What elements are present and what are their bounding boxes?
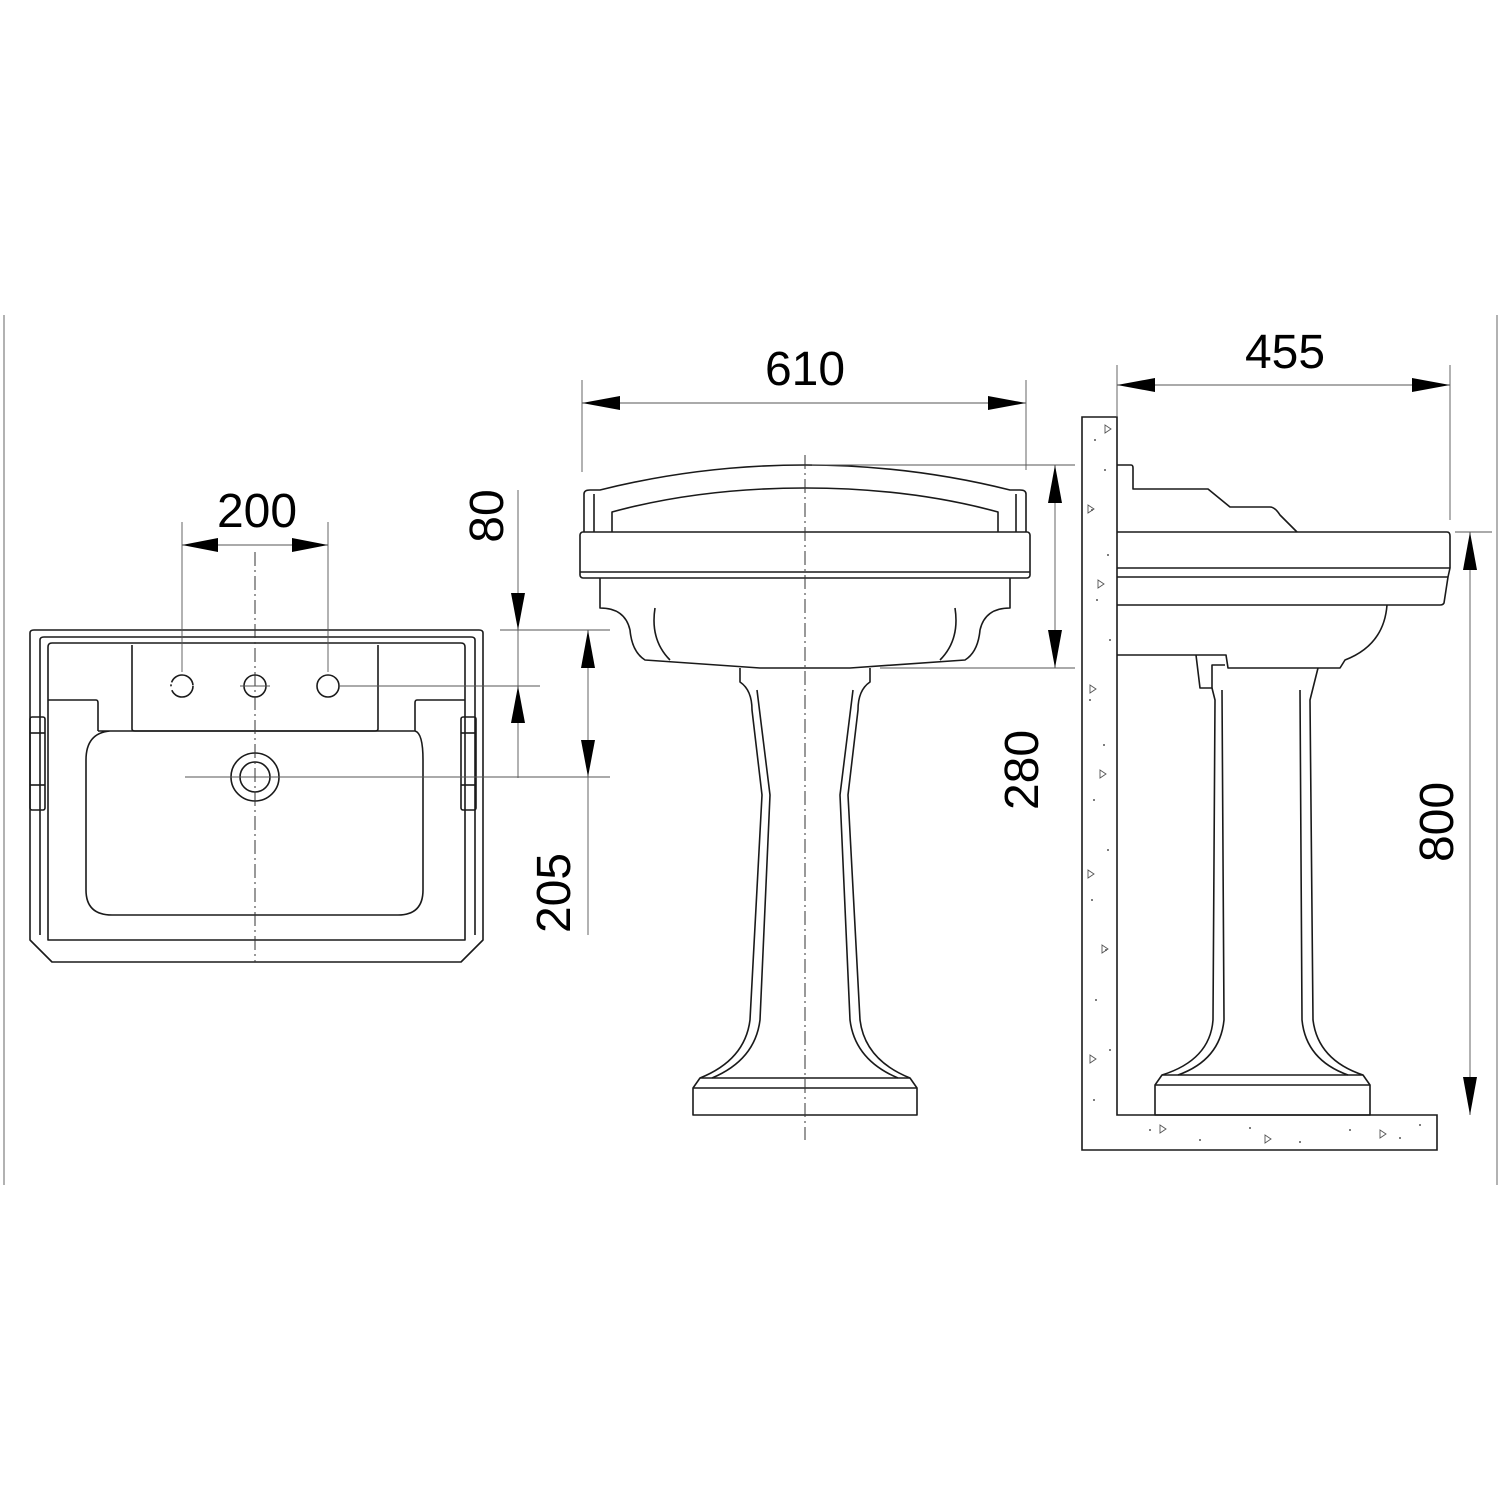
tap-hole-right	[316, 674, 340, 698]
dim-label-610: 610	[765, 343, 845, 396]
dimension-overall-width: 610	[582, 343, 1026, 410]
front-view	[579, 380, 1075, 1140]
right-shelf	[414, 699, 465, 731]
basin-bowl	[85, 730, 424, 916]
left-shelf	[48, 699, 99, 731]
dimension-projection: 455	[1117, 326, 1450, 392]
front-bowl	[599, 578, 1011, 669]
dimension-tap-to-rim: 80	[461, 489, 525, 778]
side-view	[1081, 365, 1492, 1151]
dim-label-205: 205	[528, 853, 581, 933]
plan-inner-rim	[39, 636, 476, 935]
tap-hole-left	[170, 674, 194, 698]
concrete-triangles	[1087, 424, 1387, 1144]
side-backsplash	[1117, 464, 1298, 533]
plan-outer-outline	[29, 629, 484, 963]
plan-inner-outline	[47, 642, 466, 941]
side-waste	[1195, 654, 1225, 689]
side-rim	[1117, 531, 1451, 606]
left-overflow-slot	[29, 716, 46, 811]
dimension-tap-spacing: 200	[182, 485, 328, 552]
wall-and-floor-section	[1081, 416, 1438, 1151]
dim-label-280: 280	[996, 730, 1049, 810]
dim-label-200: 200	[217, 485, 297, 538]
dimension-overall-height: 800	[1411, 532, 1477, 1115]
dim-label-455: 455	[1245, 326, 1325, 379]
side-bowl	[1117, 604, 1388, 669]
dim-label-80: 80	[461, 489, 514, 542]
right-overflow-slot	[460, 716, 477, 811]
plan-view	[29, 522, 610, 963]
dim-label-800: 800	[1411, 782, 1464, 862]
side-pedestal	[1154, 667, 1371, 1116]
dimension-tap-to-waste: 205	[528, 630, 595, 935]
concrete-hatch	[1089, 439, 1421, 1143]
dimension-basin-height: 280	[996, 465, 1062, 810]
